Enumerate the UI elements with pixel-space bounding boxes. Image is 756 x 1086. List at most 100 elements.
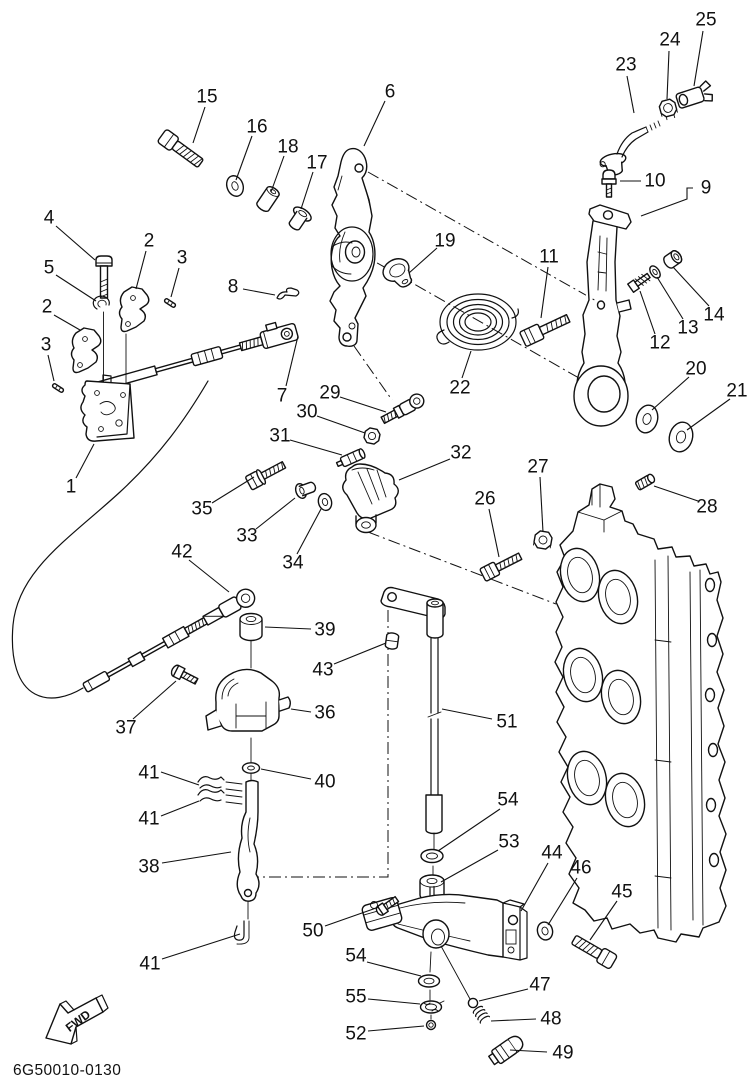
callout-4: 4	[44, 208, 55, 229]
callout-leader-14	[672, 266, 710, 307]
callout-leader-41b	[160, 800, 200, 817]
lock-washer-5	[92, 295, 110, 310]
washer-54-upper	[420, 848, 444, 864]
bolt-10	[601, 169, 617, 198]
center-lines	[254, 171, 615, 878]
callout-leader-50	[324, 906, 380, 927]
washer-21	[668, 421, 694, 453]
callout-52: 52	[345, 1024, 366, 1045]
callout-leader-11	[540, 266, 549, 319]
callout-23: 23	[615, 55, 636, 76]
callout-leader-46	[547, 877, 578, 926]
callout-leader-52	[367, 1025, 425, 1032]
callout-leader-22	[461, 350, 472, 379]
callout-leader-32	[398, 458, 451, 481]
callout-leader-1	[75, 443, 95, 479]
callout-43: 43	[312, 660, 333, 681]
callout-50: 50	[302, 921, 323, 942]
callout-leader-54a	[437, 808, 501, 852]
spring-screw-12	[627, 272, 651, 293]
callout-41c: 41	[139, 954, 160, 975]
bushing-19	[382, 258, 413, 288]
callout-6: 6	[385, 82, 396, 103]
callout-leader-47	[478, 988, 529, 1002]
callout-10: 10	[644, 171, 665, 192]
callout-leader-5	[55, 274, 97, 302]
callout-leader-16	[235, 135, 253, 181]
callout-leader-44	[520, 862, 549, 912]
callout-leader-15	[192, 106, 206, 144]
cable-joint-7	[259, 321, 299, 350]
callout-leader-23	[626, 75, 635, 114]
callout-18: 18	[277, 137, 298, 158]
callout-21: 21	[726, 381, 747, 402]
o-ring-52	[425, 1019, 437, 1031]
screw-37	[170, 664, 199, 685]
callout-14: 14	[703, 305, 725, 326]
callout-49: 49	[552, 1043, 573, 1064]
cable-bracket-1	[80, 374, 135, 442]
callout-26: 26	[474, 489, 495, 510]
callout-54b: 54	[345, 946, 367, 967]
throttle-cable	[11, 321, 299, 699]
rod-end-29	[380, 393, 425, 425]
cam-32	[342, 463, 399, 534]
callout-leader-35	[211, 476, 255, 504]
callout-5: 5	[44, 258, 55, 279]
callout-3a: 3	[177, 248, 188, 269]
callout-leader-12	[639, 290, 656, 335]
callout-leader-21	[686, 398, 731, 431]
plug-43	[384, 632, 400, 650]
callout-48: 48	[540, 1009, 561, 1030]
callout-51: 51	[496, 712, 517, 733]
clamp-2-upper	[118, 286, 150, 333]
callout-leader-34	[296, 508, 322, 555]
callout-40: 40	[314, 772, 335, 793]
callout-12: 12	[649, 333, 670, 354]
fwd-arrow: FWD	[45, 994, 109, 1045]
bushing-33	[294, 481, 317, 499]
nut-30	[363, 427, 381, 445]
callout-leader-2a	[135, 250, 147, 290]
collar-14	[663, 250, 683, 269]
callout-leader-53	[440, 849, 499, 883]
mount-bolt-15	[157, 129, 204, 168]
washer-34	[317, 492, 333, 512]
callout-leader-29	[339, 396, 387, 413]
plug-49	[488, 1035, 524, 1066]
callout-leader-55	[367, 998, 421, 1005]
callout-41a: 41	[138, 763, 159, 784]
engine-block	[554, 483, 727, 943]
callout-20: 20	[685, 359, 706, 380]
callout-leader-4	[55, 225, 96, 261]
callout-2b: 2	[42, 297, 53, 318]
callout-3b: 3	[41, 335, 52, 356]
callout-leader-17	[300, 171, 314, 210]
callout-53: 53	[498, 832, 519, 853]
link-rod-23	[599, 120, 661, 176]
cylinder-bores	[559, 547, 646, 828]
callout-46: 46	[570, 858, 591, 879]
throttle-lever-6	[329, 147, 376, 347]
callout-34: 34	[282, 553, 304, 574]
callout-1: 1	[66, 477, 77, 498]
callout-leader-43	[333, 642, 387, 665]
callout-11: 11	[539, 247, 559, 268]
callout-leader-3a	[170, 267, 180, 298]
callout-32: 32	[450, 443, 471, 464]
callout-37: 37	[115, 718, 136, 739]
callout-leader-33	[255, 497, 296, 530]
lever-44	[361, 893, 528, 961]
washer-13	[649, 265, 661, 279]
callout-28: 28	[696, 497, 717, 518]
callout-leader-2b	[53, 314, 81, 331]
callout-47: 47	[529, 975, 550, 996]
callout-leader-18	[270, 155, 285, 193]
clip-41-lower	[197, 789, 243, 805]
callout-39: 39	[314, 620, 335, 641]
bolt-26	[479, 552, 523, 582]
callout-42: 42	[171, 542, 192, 563]
pin-3-upper	[163, 298, 177, 308]
